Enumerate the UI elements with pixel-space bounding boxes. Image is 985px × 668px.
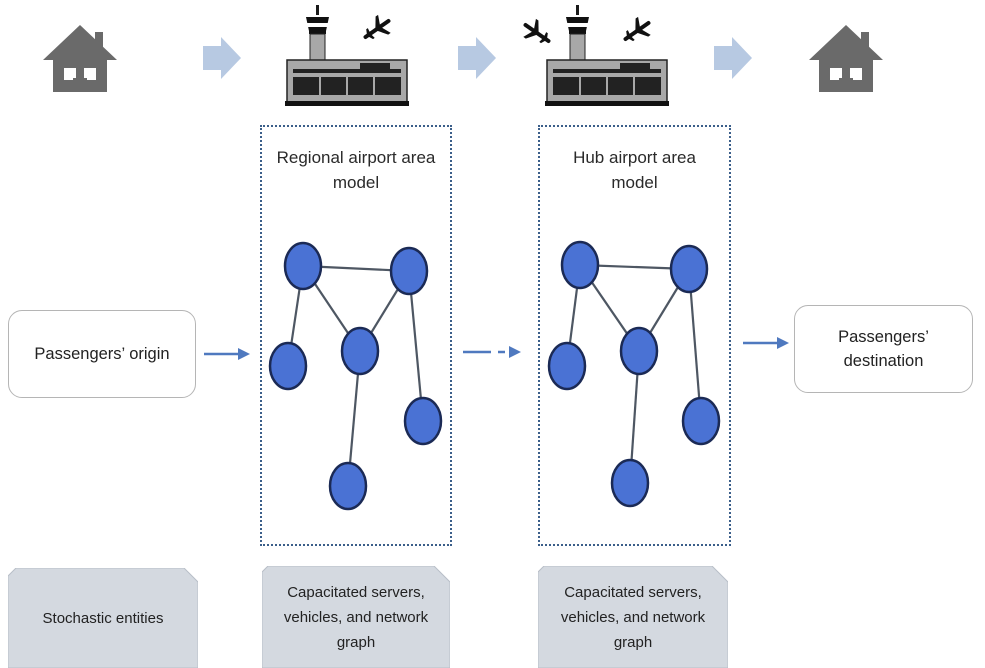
network-node: [268, 341, 308, 391]
hub-components-label: Capacitated servers, vehicles, and netwo…: [560, 583, 706, 651]
network-node: [610, 458, 650, 508]
network-node: [619, 326, 659, 376]
network-node: [403, 396, 443, 446]
regional-components-label: Capacitated servers, vehicles, and netwo…: [283, 583, 429, 651]
network-node: [340, 326, 380, 376]
network-node: [283, 241, 323, 291]
passengers-destination-box: Passengers’ destination: [794, 305, 973, 393]
hub-airport-model-box: Hub airport area model: [538, 125, 731, 546]
stochastic-entities-note: Stochastic entities: [8, 568, 198, 668]
network-node: [389, 246, 429, 296]
chevron-right-icon: [714, 37, 752, 79]
regional-components-note: Capacitated servers, vehicles, and netwo…: [262, 566, 450, 668]
arrow-right-icon: [743, 337, 789, 349]
origin-house-icon: [43, 25, 117, 92]
stochastic-entities-label: Stochastic entities: [42, 609, 164, 627]
dashed-arrow-right-icon: [463, 346, 521, 358]
hub-airport-icon: [523, 5, 669, 106]
regional-model-title: Regional airport area model: [276, 148, 436, 192]
regional-network-graph: [268, 241, 443, 511]
hub-model-title: Hub airport area model: [573, 148, 696, 192]
regional-airport-model-box: Regional airport area model: [260, 125, 452, 546]
hub-network-graph: [547, 240, 721, 508]
regional-airport-icon: [285, 5, 409, 106]
network-node: [547, 341, 587, 391]
network-node: [560, 240, 600, 290]
hub-components-note: Capacitated servers, vehicles, and netwo…: [538, 566, 728, 668]
chevron-right-icon: [458, 37, 496, 79]
network-node: [669, 244, 709, 294]
destination-house-icon: [809, 25, 883, 92]
destination-label: Passengers’ destination: [838, 328, 929, 370]
chevron-right-icon: [203, 37, 241, 79]
network-node: [681, 396, 721, 446]
arrow-right-icon: [204, 348, 250, 360]
passengers-origin-box: Passengers’ origin: [8, 310, 196, 398]
network-node: [328, 461, 368, 511]
origin-label: Passengers’ origin: [34, 345, 170, 363]
